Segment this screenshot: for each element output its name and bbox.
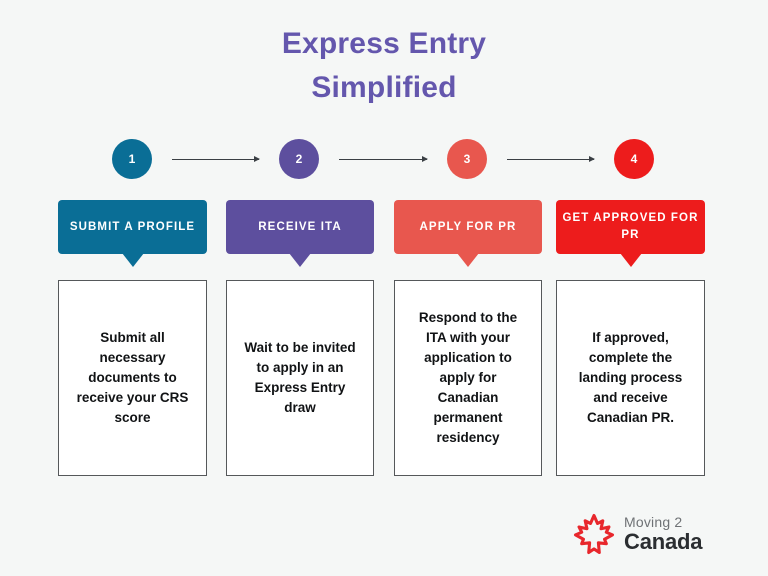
step-circle-1: 1 <box>112 139 152 179</box>
step-banner-2-tail <box>289 253 311 267</box>
page-title-line-2: Simplified <box>311 70 457 104</box>
brand-logo-bottom-text: Canada <box>624 529 703 554</box>
arrow-2-to-3 <box>339 155 428 162</box>
arrow-3-to-4-head-icon <box>589 155 595 162</box>
step-card-1-text: Submit all necessary documents to receiv… <box>76 330 189 425</box>
page-title-line-1: Express Entry <box>281 27 487 60</box>
step-indicator-row: 1 2 3 4 <box>58 139 710 181</box>
arrow-3-to-4 <box>507 155 595 162</box>
arrow-3-to-4-shaft <box>507 158 594 161</box>
step-banner-submit-a-profile: SUBMIT A PROFILE <box>58 200 207 267</box>
step-banner-4-label: GET APPROVED FOR PR <box>562 212 699 241</box>
step-circle-2-number: 2 <box>295 152 303 166</box>
step-circle-4-number: 4 <box>630 152 638 166</box>
step-card-2: Wait to be invited to apply in an Expres… <box>226 280 374 476</box>
step-card-4-text: If approved, complete the landing proces… <box>578 330 683 425</box>
step-card-4: If approved, complete the landing proces… <box>556 280 705 476</box>
step-card-2-text: Wait to be invited to apply in an Expres… <box>244 340 356 415</box>
brand-logo-top-text: Moving 2 <box>624 514 683 530</box>
step-banner-receive-ita: RECEIVE ITA <box>226 200 374 267</box>
step-card-3: Respond to the ITA with your application… <box>394 280 542 476</box>
step-banner-1-tail <box>121 253 144 267</box>
brand-logo: Moving 2 Canada <box>572 508 732 560</box>
step-card-3-text: Respond to the ITA with your application… <box>418 310 518 445</box>
step-banner-apply-for-pr: APPLY FOR PR <box>394 200 542 267</box>
arrow-1-to-2-head-icon <box>254 155 260 162</box>
arrow-2-to-3-shaft <box>339 158 427 161</box>
step-banner-3-label: APPLY FOR PR <box>419 220 517 233</box>
step-banner-2-label: RECEIVE ITA <box>258 220 342 233</box>
step-circle-2: 2 <box>279 139 319 179</box>
step-circle-4: 4 <box>614 139 654 179</box>
step-circle-1-number: 1 <box>128 152 136 166</box>
arrow-1-to-2 <box>172 155 260 162</box>
step-card-1: Submit all necessary documents to receiv… <box>58 280 207 476</box>
brand-logo-wordmark: Moving 2 Canada <box>624 515 702 553</box>
page-title: Express Entry Simplified <box>0 22 768 109</box>
arrow-2-to-3-head-icon <box>422 155 428 162</box>
step-circle-3: 3 <box>447 139 487 179</box>
arrow-1-to-2-shaft <box>172 158 259 161</box>
step-banner-get-approved-for-pr: GET APPROVED FOR PR <box>556 200 705 267</box>
step-circle-3-number: 3 <box>463 152 471 166</box>
step-banner-3-tail <box>457 253 479 267</box>
step-banner-4-tail <box>619 253 642 267</box>
step-banner-1-label: SUBMIT A PROFILE <box>69 220 196 233</box>
maple-leaf-icon <box>573 513 615 555</box>
